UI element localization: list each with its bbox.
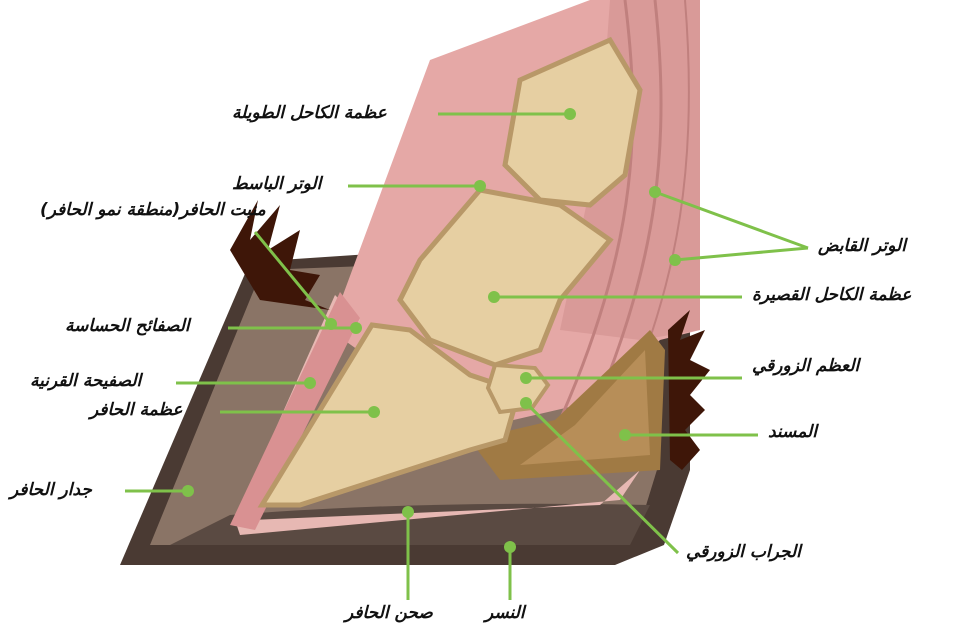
label-hoof-wall: جدار الحافر xyxy=(10,480,92,500)
leader-dot-hoof-wall xyxy=(182,485,194,497)
leader-dot-sole xyxy=(402,506,414,518)
leader-dot-frog xyxy=(504,541,516,553)
label-long-pastern: عظمة الكاحل الطويلة xyxy=(232,103,387,123)
leader-dot-bursa xyxy=(520,397,532,409)
leader-dot-insensitive xyxy=(304,377,316,389)
label-frog: النسر xyxy=(485,603,525,623)
leader-dot-coffin xyxy=(368,406,380,418)
label-short-pastern: عظمة الكاحل القصيرة xyxy=(752,285,911,305)
label-navicular-bone: العظم الزورقي xyxy=(752,356,859,376)
leader-dot-cushion xyxy=(619,429,631,441)
leader-dot-short-pastern xyxy=(488,291,500,303)
label-flexor-tendon: الوتر القابض xyxy=(818,236,906,256)
leader-dot-flexor-1 xyxy=(649,186,661,198)
leader-dot-sensitive xyxy=(350,322,362,334)
leader-dot-flexor-2 xyxy=(669,254,681,266)
leader-dot-long-pastern xyxy=(564,108,576,120)
leader-dot-extensor xyxy=(474,180,486,192)
leader-dot-navicular xyxy=(520,372,532,384)
label-sole: صحن الحافر xyxy=(345,603,433,623)
label-coffin-bone: عظمة الحافر xyxy=(90,400,183,420)
label-extensor-tendon: الوتر الباسط xyxy=(232,174,321,194)
label-navicular-bursa: الجراب الزورقي xyxy=(686,542,801,562)
label-sensitive-laminae: الصفائح الحساسة xyxy=(65,316,190,336)
label-insensitive-laminae: الصفيحة القرنية xyxy=(30,371,141,391)
label-coronary-band: منبت الحافر(منطقة نمو الحافر) xyxy=(40,200,266,220)
label-digital-cushion: المسند xyxy=(768,422,817,442)
